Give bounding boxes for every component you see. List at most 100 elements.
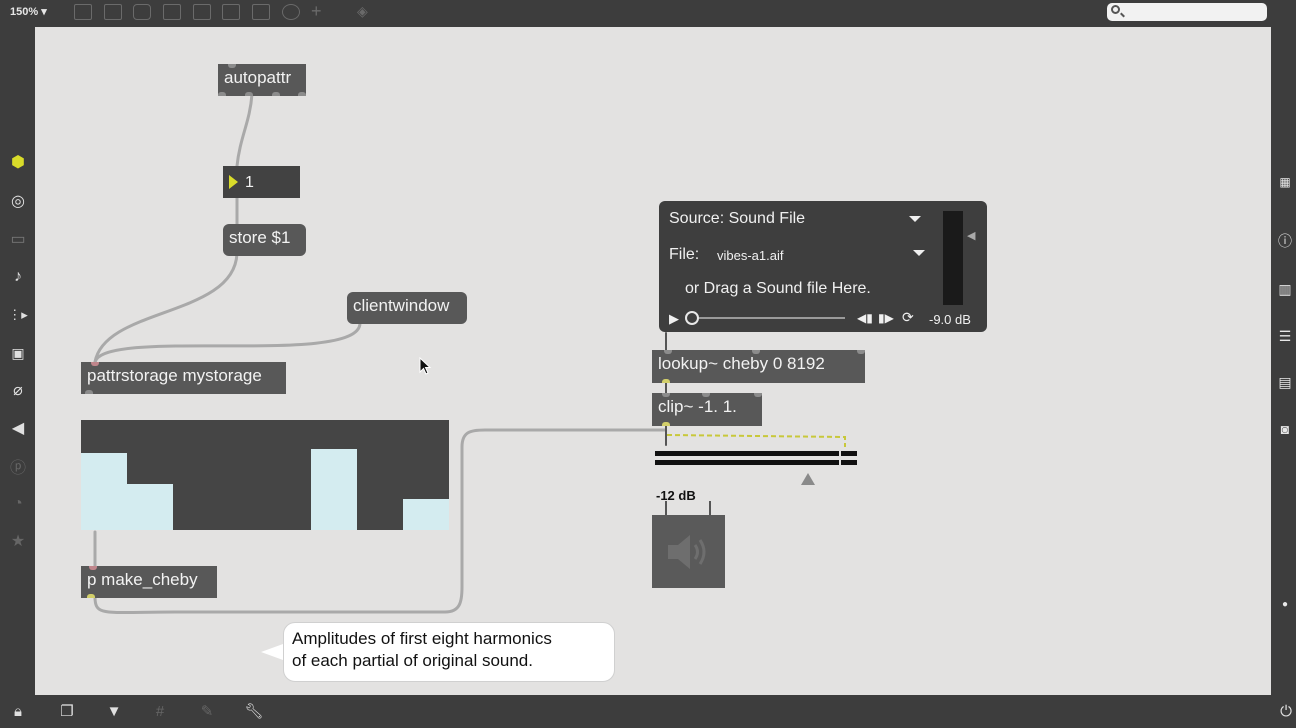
mouse-cursor-icon [419, 357, 432, 375]
patch-cord [93, 428, 667, 615]
gain-readout: -12 dB [656, 488, 696, 503]
rewind-icon[interactable]: ◀▮ [857, 311, 873, 325]
multislider-bar[interactable] [127, 483, 173, 530]
object-new-icon[interactable] [104, 4, 122, 20]
chevron-down-icon[interactable] [909, 216, 921, 222]
presentation-icon[interactable] [74, 4, 92, 20]
slider-icon[interactable] [252, 4, 270, 20]
file-label: File: [669, 246, 700, 263]
number-box[interactable]: 1 [223, 166, 300, 198]
image-icon[interactable]: ▣ [11, 344, 25, 361]
lock-icon[interactable]: 🔒︎ [14, 702, 22, 720]
grid-snap-icon[interactable]: # [155, 702, 165, 720]
multislider-bar[interactable] [81, 453, 127, 530]
multislider[interactable] [81, 420, 449, 530]
signal-cord [666, 434, 846, 447]
wrench-icon[interactable]: 🔧︎ [244, 703, 264, 720]
gain-bar [655, 451, 857, 456]
object-label: autopattr [224, 68, 292, 87]
multislider-bar[interactable] [403, 499, 449, 530]
speaker-object[interactable] [652, 515, 725, 588]
loop-icon[interactable]: ⟳ [902, 309, 914, 325]
message-label: store $1 [229, 228, 291, 247]
debug-icon[interactable]: ✎ [200, 703, 214, 720]
paperclip-icon[interactable]: ⌀ [13, 382, 23, 399]
search-icon [1111, 5, 1120, 14]
object-label: p make_cheby [87, 570, 198, 589]
level-meter [943, 211, 963, 305]
grid-icon[interactable]: ▦ [1279, 175, 1291, 189]
search-box[interactable] [1107, 3, 1267, 21]
object-label: clip~ -1. 1. [658, 397, 737, 416]
bottom-toolbar: 🔒︎ ❐ ▼ # ✎ 🔧︎ ⏻ [0, 695, 1296, 728]
music-note-icon[interactable]: ♪ [14, 268, 22, 285]
list-icon[interactable]: ☰ [1278, 327, 1292, 344]
book-icon[interactable]: ▥ [1278, 280, 1292, 297]
gain-arrow-icon[interactable]: ◀ [967, 230, 976, 242]
level-readout: -9.0 dB [929, 312, 971, 327]
bang-icon[interactable] [222, 4, 240, 20]
clip-object[interactable]: clip~ -1. 1. [652, 393, 762, 426]
signal-cord [665, 501, 711, 516]
gain-handle[interactable] [801, 473, 815, 485]
search-input[interactable] [1127, 4, 1265, 20]
comment-line: Amplitudes of first eight harmonics [292, 629, 552, 648]
dial-icon[interactable] [282, 4, 300, 20]
power-icon[interactable]: ⏻ [1280, 702, 1292, 720]
patch-cord [93, 321, 362, 364]
cube-icon[interactable]: ⬢ [11, 154, 25, 171]
object-label: lookup~ cheby 0 8192 [658, 354, 825, 373]
level-meter-icon: ● [1281, 598, 1289, 610]
comment-tail [261, 644, 283, 660]
object-label: pattrstorage mystorage [87, 366, 262, 385]
plus-icon[interactable]: + [311, 1, 322, 21]
comment-bubble: Amplitudes of first eight harmonics of e… [283, 622, 615, 682]
make-cheby-subpatch[interactable]: p make_cheby [81, 566, 217, 598]
message-label: clientwindow [353, 296, 450, 315]
speaker-icon [668, 535, 706, 569]
forward-icon[interactable]: ▮▶ [878, 311, 894, 325]
number-value: 1 [245, 174, 254, 191]
multislider-bar[interactable] [311, 448, 357, 530]
chevron-down-icon[interactable] [913, 250, 925, 256]
left-sidebar: ⬢ ◎ ▭ ♪ ⋮▸ ▣ ⌀ ◀ ⓟ ◔ ★ [0, 27, 35, 695]
sequence-icon[interactable]: ⋮▸ [8, 307, 28, 322]
top-toolbar: 150% ▾ + ◈ [0, 0, 1296, 27]
source-menu[interactable]: Source: Sound File [669, 210, 806, 227]
gain-bar [655, 460, 857, 465]
windows-icon[interactable]: ❐ [60, 703, 74, 720]
presentation-mode-icon[interactable]: ▼ [106, 702, 122, 720]
patch-cord [93, 251, 239, 364]
right-sidebar: ▦ ⓘ ▥ ☰ ▤ ◙ ● [1271, 27, 1296, 695]
gain-slider[interactable] [655, 451, 857, 471]
drag-hint: or Drag a Sound file Here. [685, 280, 871, 297]
pattrstorage-object[interactable]: pattrstorage mystorage [81, 362, 286, 394]
playlist-object[interactable]: Source: Sound File File: vibes-a1.aif or… [659, 201, 987, 332]
info-icon[interactable]: ⓘ [1278, 233, 1292, 249]
store-message[interactable]: store $1 [223, 224, 306, 256]
play-icon[interactable]: ▶ [669, 311, 679, 326]
file-name-menu[interactable]: vibes-a1.aif [717, 248, 784, 263]
gain-divider [839, 451, 841, 466]
comment-line: of each partial of original sound. [292, 651, 533, 670]
star-icon[interactable]: ★ [10, 533, 26, 550]
target-icon[interactable]: ◎ [11, 193, 25, 210]
camera-icon[interactable]: ◙ [1280, 421, 1290, 437]
zoom-menu[interactable]: 150% ▾ [10, 6, 47, 18]
toggle-icon[interactable] [193, 4, 211, 20]
close-box-icon[interactable] [163, 4, 181, 20]
reference-icon[interactable]: ▤ [1278, 373, 1292, 390]
playback-track[interactable] [689, 317, 845, 319]
clock-icon[interactable]: ◔ [13, 495, 23, 512]
patch-cords [93, 92, 846, 615]
playback-position-knob[interactable] [685, 311, 699, 325]
keyboard-icon[interactable]: ▭ [10, 231, 26, 248]
autopattr-object[interactable]: autopattr [218, 64, 306, 96]
plug-icon[interactable]: ◀ [11, 420, 25, 437]
patcher-canvas[interactable]: autopattr 1 store $1 clientwindow pattrs… [35, 27, 1271, 695]
clientwindow-message[interactable]: clientwindow [347, 292, 467, 324]
lookup-object[interactable]: lookup~ cheby 0 8192 [652, 350, 865, 383]
paint-bucket-icon[interactable]: ◈ [357, 3, 368, 19]
p-circle-icon[interactable]: ⓟ [9, 460, 26, 477]
comment-icon[interactable] [133, 4, 151, 20]
